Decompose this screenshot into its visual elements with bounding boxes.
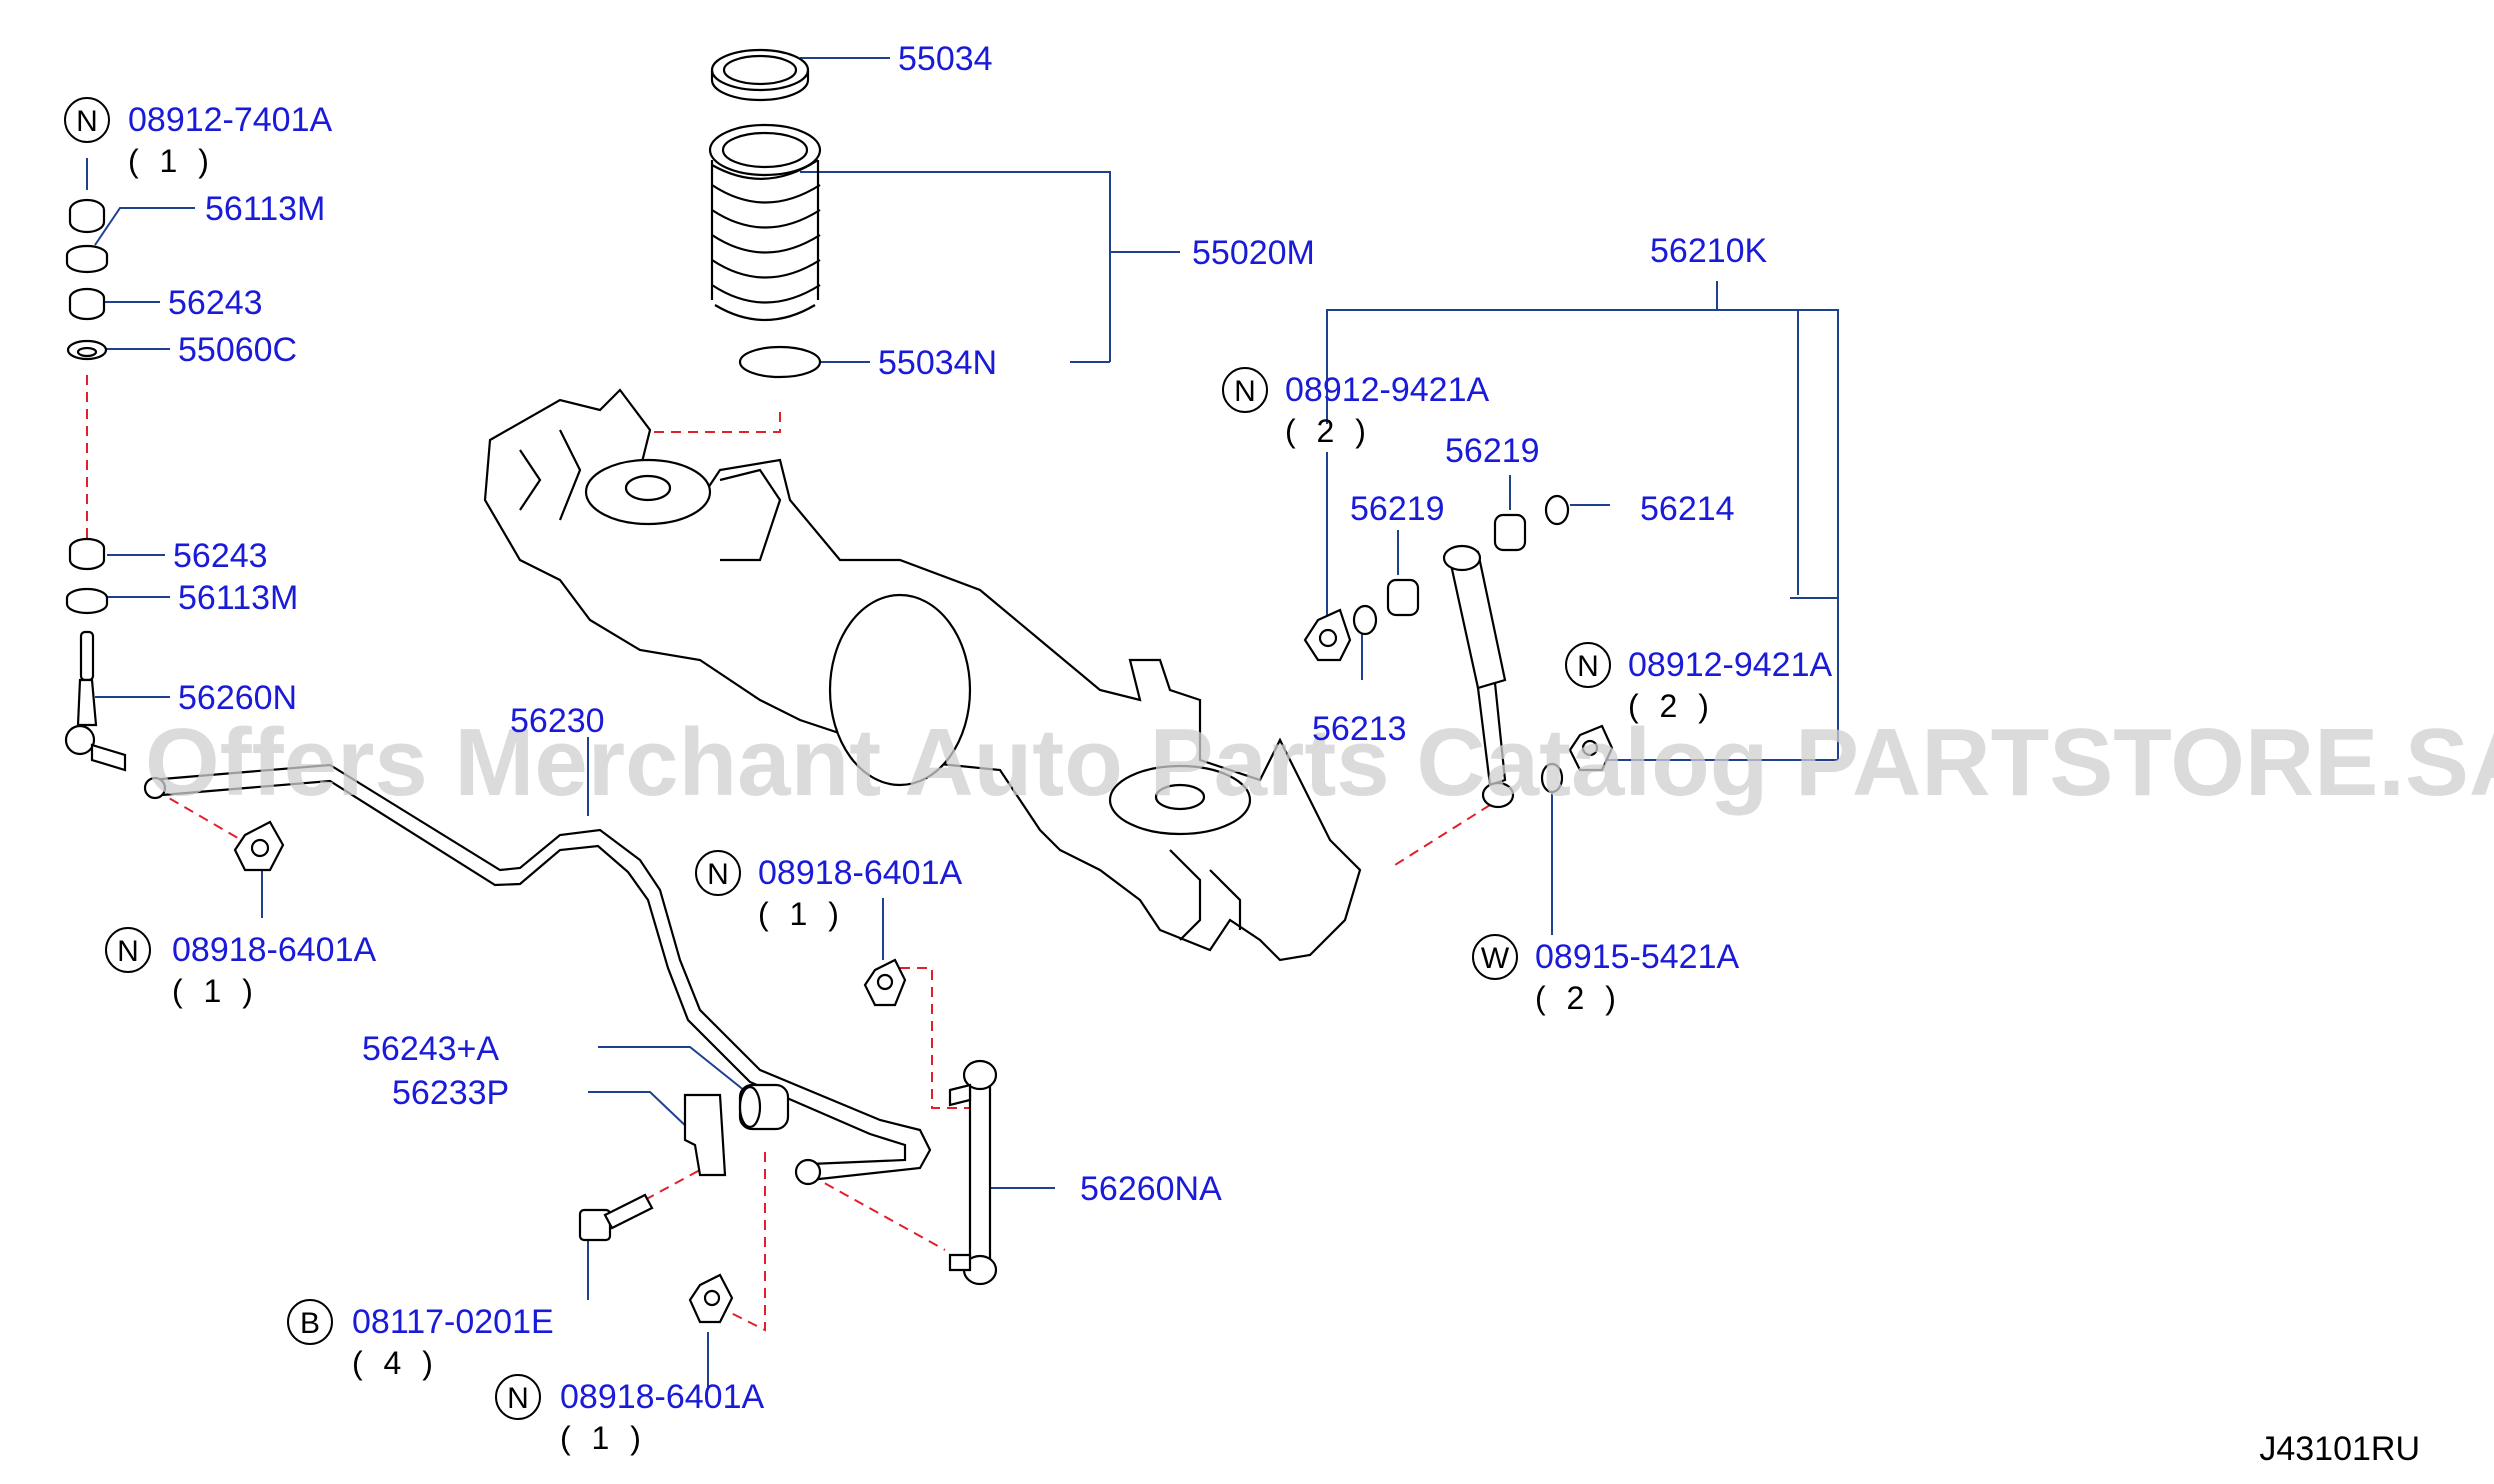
label-56113M-upper[interactable]: 56113M [205, 190, 325, 228]
label-56219-upper[interactable]: 56219 [1445, 432, 1540, 470]
callout-c5[interactable]: N 08918-6401A ( 1 ) [695, 850, 963, 932]
nut-symbol-icon [105, 927, 151, 973]
part-labels: 55034 55020M 55034N 56113M 56243 55060C … [168, 40, 1768, 1208]
label-55034N[interactable]: 55034N [878, 344, 997, 382]
callout-c3[interactable]: N 08912-9421A ( 2 ) [1565, 642, 1833, 724]
callout-part-number[interactable]: 08912-7401A [128, 101, 333, 139]
nut-symbol-icon [64, 97, 110, 143]
label-56233P[interactable]: 56233P [392, 1074, 509, 1112]
callout-symbol: W [1481, 942, 1510, 975]
callout-symbol: N [707, 858, 729, 891]
callout-symbol: N [507, 1382, 529, 1415]
callout-quantity: ( 1 ) [758, 896, 845, 932]
label-56260N[interactable]: 56260N [178, 679, 297, 717]
label-56243A[interactable]: 56243+A [362, 1030, 499, 1068]
callout-symbol: N [117, 935, 139, 968]
callout-quantity: ( 4 ) [352, 1345, 439, 1381]
callout-c8[interactable]: N 08918-6401A ( 1 ) [495, 1374, 765, 1456]
callout-part-number[interactable]: 08918-6401A [560, 1378, 765, 1416]
label-56219-lower[interactable]: 56219 [1350, 490, 1445, 528]
callout-quantity: ( 2 ) [1285, 413, 1372, 449]
shock-absorber-parts [1303, 494, 1614, 809]
washer-symbol-icon [1472, 934, 1518, 980]
stabilizer-bar [143, 763, 932, 1242]
nut-symbol-icon [495, 1374, 541, 1420]
callout-quantity: ( 2 ) [1535, 980, 1622, 1016]
callout-part-number[interactable]: 08918-6401A [758, 854, 963, 892]
bolt-symbol-icon [287, 1299, 333, 1345]
nut-symbol-icon [695, 850, 741, 896]
callout-part-number[interactable]: 08912-9421A [1628, 646, 1833, 684]
label-55034[interactable]: 55034 [898, 40, 993, 78]
callout-symbol: N [76, 105, 98, 138]
label-56213[interactable]: 56213 [1312, 710, 1407, 748]
label-56260NA[interactable]: 56260NA [1080, 1170, 1222, 1208]
nut-symbol-icon [1565, 642, 1611, 688]
callout-part-number[interactable]: 08117-0201E [352, 1303, 554, 1341]
callout-symbol: B [300, 1307, 320, 1340]
label-56243-lower[interactable]: 56243 [173, 537, 268, 575]
watermark: Offers Merchant Auto Parts Catalog PARTS… [145, 709, 2494, 816]
callout-c4[interactable]: N 08918-6401A ( 1 ) [105, 927, 377, 1009]
label-56243-upper[interactable]: 56243 [168, 284, 263, 322]
diagram-code: J43101RU [2259, 1430, 2420, 1468]
rear-axle-housing [483, 388, 1362, 962]
label-55060C[interactable]: 55060C [178, 331, 297, 369]
callout-part-number[interactable]: 08912-9421A [1285, 371, 1490, 409]
callout-c2[interactable]: N 08912-9421A ( 2 ) [1222, 367, 1490, 449]
callout-quantity: ( 1 ) [172, 973, 259, 1009]
label-55020M[interactable]: 55020M [1192, 234, 1315, 272]
callout-quantity: ( 1 ) [128, 143, 215, 179]
nut-symbol-icon [1222, 367, 1268, 413]
callout-symbol: N [1577, 650, 1599, 683]
callout-part-number[interactable]: 08915-5421A [1535, 938, 1740, 976]
nuts-and-bolts [233, 820, 998, 1324]
left-stack-parts [64, 198, 127, 772]
callout-quantity: ( 2 ) [1628, 688, 1715, 724]
label-56230[interactable]: 56230 [510, 702, 605, 740]
callout-c6[interactable]: W 08915-5421A ( 2 ) [1472, 934, 1740, 1016]
callout-c1[interactable]: N 08912-7401A ( 1 ) [64, 97, 333, 179]
callout-quantity: ( 1 ) [560, 1420, 647, 1456]
callout-part-number[interactable]: 08918-6401A [172, 931, 377, 969]
label-56210K[interactable]: 56210K [1650, 232, 1768, 270]
label-56113M-lower[interactable]: 56113M [178, 579, 298, 617]
label-56214[interactable]: 56214 [1640, 490, 1735, 528]
callout-c7[interactable]: B 08117-0201E ( 4 ) [287, 1299, 554, 1381]
leader-lines [86, 57, 1839, 1390]
callout-symbol: N [1234, 375, 1256, 408]
coil-spring-parts [708, 48, 822, 379]
